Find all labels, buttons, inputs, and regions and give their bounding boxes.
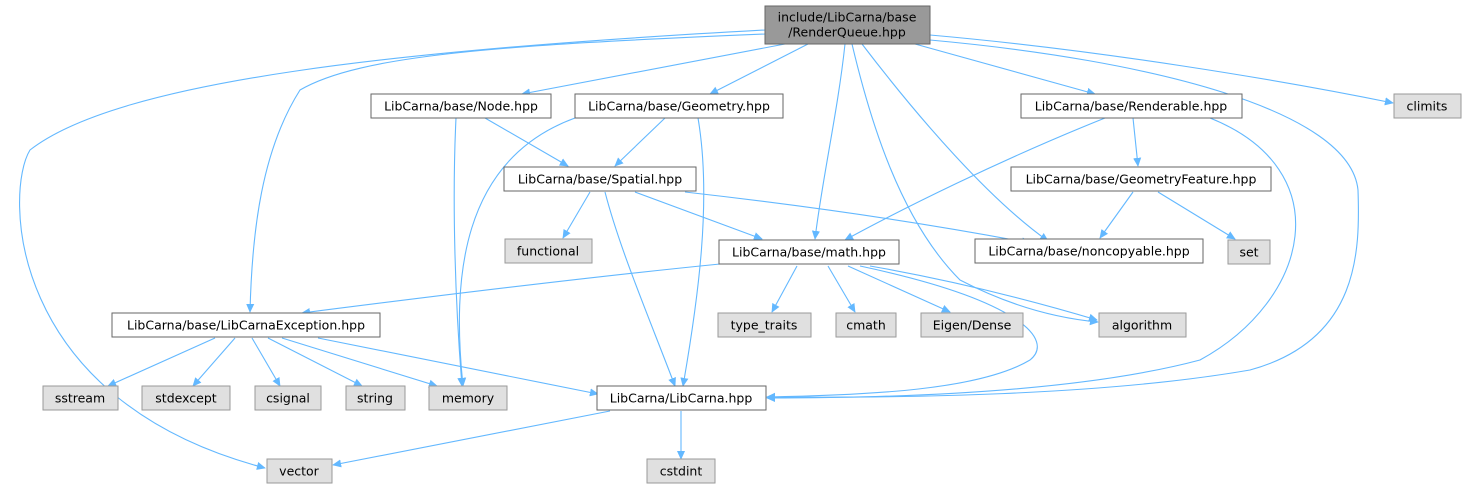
edge-root-algorithm (851, 43, 1099, 326)
node-sstream-label: sstream (55, 391, 105, 406)
edge-spatial-math (634, 191, 763, 240)
edge-node-spatial (484, 117, 569, 167)
edge-geometryfeature-set (1157, 191, 1236, 240)
edge-exception-string (267, 337, 363, 387)
node-geometryfeature-hpp-label: LibCarna/base/GeometryFeature.hpp (1026, 172, 1257, 187)
node-string-label: string (357, 391, 393, 406)
edge-geometryfeature-noncopyable (1099, 191, 1134, 239)
node-noncopyable-hpp[interactable]: LibCarna/base/noncopyable.hpp (974, 238, 1204, 264)
node-exception-hpp[interactable]: LibCarna/base/LibCarnaException.hpp (111, 312, 381, 338)
node-set-label: set (1239, 245, 1258, 260)
edge-math-algorithm (869, 265, 1098, 322)
node-cstdint[interactable]: cstdint (646, 458, 716, 484)
edge-root-geometry (709, 43, 809, 95)
edge-math-libcarna (766, 265, 1038, 401)
edge-exception-libcarna (317, 337, 599, 397)
node-exception-hpp-label: LibCarna/base/LibCarnaException.hpp (127, 318, 365, 333)
node-set[interactable]: set (1227, 239, 1271, 265)
node-math-hpp[interactable]: LibCarna/base/math.hpp (718, 239, 900, 265)
node-string[interactable]: string (345, 385, 406, 411)
node-sstream[interactable]: sstream (42, 385, 119, 411)
node-geometryfeature-hpp[interactable]: LibCarna/base/GeometryFeature.hpp (1010, 166, 1272, 192)
node-csignal[interactable]: csignal (254, 385, 322, 411)
node-type-traits-label: type_traits (731, 318, 798, 333)
edge-root-climits (929, 34, 1394, 106)
edge-math-exception (301, 263, 721, 316)
node-csignal-label: csignal (266, 391, 310, 406)
node-cmath[interactable]: cmath (835, 312, 897, 338)
node-node-hpp[interactable]: LibCarna/base/Node.hpp (370, 93, 552, 119)
node-eigen-dense-label: Eigen/Dense (933, 318, 1012, 333)
node-layer: include/LibCarna/base /RenderQueue.hpp L… (42, 5, 1462, 484)
edge-root-vector (19, 29, 766, 470)
node-type-traits[interactable]: type_traits (717, 312, 812, 338)
node-math-hpp-label: LibCarna/base/math.hpp (732, 245, 886, 260)
edge-root-renderable (914, 43, 1096, 96)
node-geometry-hpp[interactable]: LibCarna/base/Geometry.hpp (574, 93, 784, 119)
node-functional[interactable]: functional (504, 238, 593, 264)
edge-renderable-libcarna (766, 117, 1297, 403)
edge-root-libcarna (766, 39, 1359, 402)
node-node-hpp-label: LibCarna/base/Node.hpp (384, 99, 538, 114)
edge-node-memory (453, 117, 466, 387)
node-renderable-hpp-label: LibCarna/base/Renderable.hpp (1035, 99, 1228, 114)
edge-exception-memory (281, 337, 438, 388)
edge-geometry-spatial (614, 117, 666, 167)
edge-layer (19, 29, 1394, 470)
node-vector-label: vector (279, 464, 320, 479)
edge-math-cmath (827, 265, 856, 313)
node-libcarna-hpp-label: LibCarna/LibCarna.hpp (610, 391, 753, 406)
node-stdexcept[interactable]: stdexcept (141, 385, 231, 411)
node-spatial-hpp[interactable]: LibCarna/base/Spatial.hpp (503, 166, 697, 192)
edge-root-math (811, 43, 846, 240)
edge-geometry-memory (458, 117, 576, 387)
node-climits[interactable]: climits (1393, 93, 1462, 119)
node-libcarna-hpp[interactable]: LibCarna/LibCarna.hpp (596, 385, 767, 411)
edge-renderable-math (844, 117, 1106, 241)
node-renderable-hpp[interactable]: LibCarna/base/Renderable.hpp (1020, 93, 1243, 119)
edge-exception-csignal (251, 337, 281, 387)
node-functional-label: functional (517, 244, 579, 259)
node-cstdint-label: cstdint (660, 464, 703, 479)
edge-renderable-geometryfeature (1132, 117, 1142, 167)
node-root-renderqueue[interactable]: include/LibCarna/base /RenderQueue.hpp (764, 5, 931, 45)
node-vector[interactable]: vector (266, 458, 333, 484)
edge-geometry-libcarna (680, 117, 705, 387)
node-memory-label: memory (442, 391, 495, 406)
node-eigen-dense[interactable]: Eigen/Dense (920, 312, 1024, 338)
node-cmath-label: cmath (846, 318, 886, 333)
node-noncopyable-hpp-label: LibCarna/base/noncopyable.hpp (988, 244, 1189, 259)
edge-root-noncopyable (861, 43, 1049, 242)
edge-spatial-functional (562, 191, 591, 239)
node-root-line2: /RenderQueue.hpp (788, 25, 906, 40)
edge-root-node (521, 43, 786, 97)
node-spatial-hpp-label: LibCarna/base/Spatial.hpp (518, 172, 682, 187)
node-algorithm[interactable]: algorithm (1098, 312, 1187, 338)
node-stdexcept-label: stdexcept (155, 391, 216, 406)
edge-exception-sstream (107, 337, 216, 387)
edge-root-exception (246, 33, 766, 313)
edge-math-type-traits (771, 265, 798, 313)
node-geometry-hpp-label: LibCarna/base/Geometry.hpp (588, 99, 770, 114)
node-root-line1: include/LibCarna/base (778, 10, 917, 25)
edge-spatial-noncopyable (684, 191, 1031, 246)
node-climits-label: climits (1407, 99, 1448, 114)
edge-spatial-libcarna (604, 191, 676, 387)
edge-exception-stdexcept (192, 337, 236, 387)
edge-math-eigen (847, 265, 951, 313)
node-algorithm-label: algorithm (1112, 318, 1172, 333)
node-memory[interactable]: memory (428, 385, 508, 411)
edge-libcarna-vector (332, 410, 611, 468)
